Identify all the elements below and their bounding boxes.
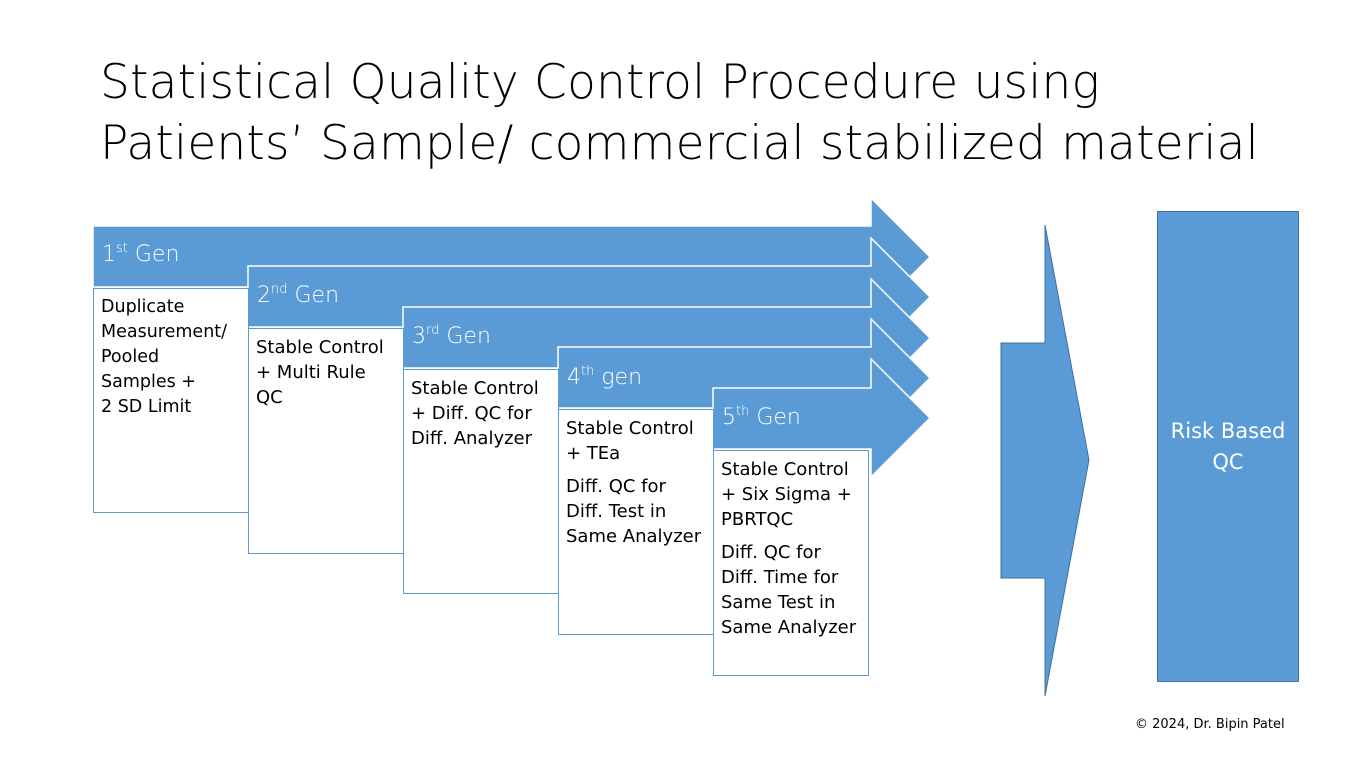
slide-title: Statistical Quality Control Procedure us… xyxy=(100,52,1300,174)
risk-based-qc-box: Risk Based QC xyxy=(1157,211,1299,682)
gen-2-label: 2nd Gen xyxy=(257,282,340,308)
gen-4-label: 4th gen xyxy=(567,364,643,390)
gen-4-text-1: Stable Control + TEa xyxy=(566,418,694,464)
gen-4-text-2: Diff. QC for Diff. Test in Same Analyzer xyxy=(566,476,702,547)
gen-1-description: Duplicate Measurement/ Pooled Samples + … xyxy=(93,288,249,513)
gen-5-label: 5th Gen xyxy=(722,404,801,430)
gen-2-text: Stable Control + Multi Rule QC xyxy=(256,337,384,408)
gen-2-description: Stable Control + Multi Rule QC xyxy=(248,328,404,554)
gen-5-text-2: Diff. QC for Diff. Time for Same Test in… xyxy=(721,542,857,638)
gen-3-text: Stable Control + Diff. QC for Diff. Anal… xyxy=(411,378,539,449)
gen-1-label: 1st Gen xyxy=(102,241,180,267)
transition-arrow xyxy=(1000,224,1090,697)
copyright-notice: © 2024, Dr. Bipin Patel xyxy=(1135,717,1285,732)
gen-1-text: Duplicate Measurement/ Pooled Samples + … xyxy=(101,297,228,417)
gen-3-label: 3rd Gen xyxy=(412,323,491,349)
gen-4-description: Stable Control + TEa Diff. QC for Diff. … xyxy=(558,409,714,635)
gen-3-description: Stable Control + Diff. QC for Diff. Anal… xyxy=(403,369,559,594)
slide-title-line-1: Statistical Quality Control Procedure us… xyxy=(100,55,1100,110)
gen-5-description: Stable Control + Six Sigma + PBRTQC Diff… xyxy=(713,450,869,676)
gen-5-text-1: Stable Control + Six Sigma + PBRTQC xyxy=(721,459,852,530)
gen-5-arrow xyxy=(712,357,932,479)
slide-title-line-2: Patients’ Sample/ commercial stabilized … xyxy=(100,116,1259,171)
